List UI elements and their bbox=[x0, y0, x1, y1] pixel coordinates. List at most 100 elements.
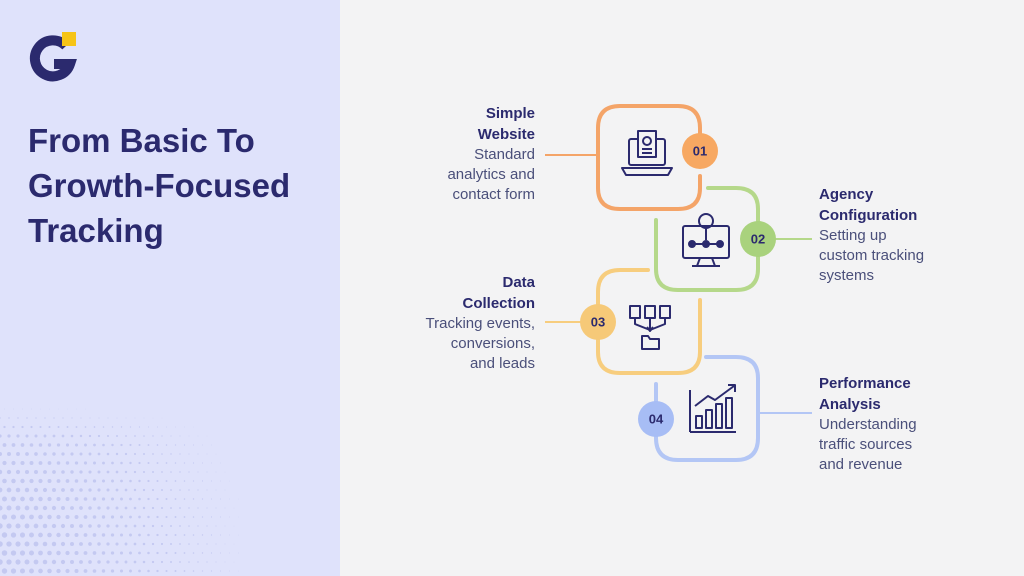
step-01-description: Standard analytics and contact form bbox=[447, 146, 535, 203]
decorative-dot bbox=[219, 552, 222, 554]
decorative-dot bbox=[76, 408, 77, 410]
decorative-dot bbox=[147, 444, 150, 446]
decorative-dot bbox=[21, 425, 24, 429]
decorative-dot bbox=[156, 479, 159, 483]
decorative-dot bbox=[147, 551, 150, 555]
decorative-dot bbox=[15, 541, 21, 547]
decorative-dot bbox=[70, 524, 74, 528]
decorative-dot bbox=[0, 434, 2, 438]
decorative-dot bbox=[161, 471, 163, 473]
decorative-dot bbox=[97, 542, 101, 546]
decorative-dot bbox=[156, 515, 159, 519]
decorative-dot bbox=[74, 532, 79, 538]
decorative-dot bbox=[30, 425, 33, 429]
decorative-dot bbox=[51, 559, 57, 565]
decorative-dot bbox=[83, 515, 88, 519]
decorative-dot bbox=[138, 426, 141, 428]
decorative-dot bbox=[70, 434, 74, 438]
decorative-dot bbox=[115, 470, 119, 474]
decorative-dot bbox=[101, 551, 106, 555]
decorative-dot bbox=[110, 551, 115, 555]
decorative-dot bbox=[220, 516, 221, 518]
decorative-dot bbox=[79, 434, 83, 438]
decorative-dot bbox=[220, 480, 221, 482]
decorative-dot bbox=[24, 505, 30, 511]
decorative-dot bbox=[29, 514, 34, 520]
decorative-dot bbox=[120, 497, 123, 501]
decorative-dot bbox=[0, 523, 3, 529]
decorative-dot bbox=[2, 460, 7, 466]
decorative-dot bbox=[170, 561, 172, 563]
decorative-dot bbox=[47, 550, 52, 556]
decorative-dot bbox=[65, 461, 70, 465]
decorative-dot bbox=[183, 552, 186, 554]
decorative-dot bbox=[115, 524, 119, 528]
decorative-dot bbox=[152, 417, 154, 419]
decorative-dot bbox=[47, 479, 52, 483]
decorative-dot bbox=[229, 570, 230, 572]
decorative-dot bbox=[6, 541, 12, 547]
decorative-dot bbox=[143, 453, 145, 455]
decorative-dot bbox=[34, 470, 38, 474]
step-01-badge: 01 bbox=[682, 133, 718, 169]
decorative-dot bbox=[15, 559, 21, 565]
decorative-dot bbox=[2, 478, 7, 484]
decorative-dot bbox=[115, 506, 119, 510]
decorative-dot bbox=[129, 426, 132, 428]
decorative-dot bbox=[19, 568, 26, 574]
decorative-dot bbox=[29, 550, 34, 556]
decorative-dot bbox=[160, 560, 164, 564]
decorative-dot bbox=[102, 443, 105, 447]
decorative-dot bbox=[119, 551, 124, 555]
decorative-dot bbox=[11, 443, 16, 447]
decorative-dot bbox=[147, 533, 150, 537]
decorative-dot bbox=[125, 417, 127, 419]
decorative-dot bbox=[220, 570, 221, 572]
decorative-dot bbox=[211, 462, 212, 464]
decorative-dot bbox=[197, 453, 199, 455]
decorative-dot bbox=[1, 568, 8, 574]
decorative-dot bbox=[51, 523, 57, 529]
decorative-dot bbox=[129, 515, 132, 519]
decorative-dot bbox=[129, 497, 132, 501]
decorative-dot bbox=[20, 496, 25, 502]
decorative-dot bbox=[129, 569, 132, 573]
decorative-dot bbox=[110, 569, 115, 573]
decorative-dot bbox=[229, 480, 230, 482]
step-03-label: Data Collection Tracking events, convers… bbox=[335, 272, 536, 374]
decorative-dot bbox=[133, 506, 137, 510]
step-03-badge: 03 bbox=[580, 304, 616, 340]
step-04-number: 04 bbox=[649, 412, 664, 427]
decorative-dot bbox=[220, 534, 221, 536]
page-title: From Basic To Growth-Focused Tracking bbox=[28, 122, 291, 249]
decorative-dot bbox=[11, 478, 16, 484]
decorative-dot bbox=[211, 480, 212, 482]
decorative-dot bbox=[151, 542, 155, 546]
decorative-dot bbox=[2, 496, 7, 502]
decorative-dot bbox=[98, 417, 100, 419]
step-01-title: Simple Website bbox=[477, 105, 535, 143]
decorative-dot bbox=[69, 541, 75, 547]
decorative-dot bbox=[160, 542, 164, 546]
decorative-dot bbox=[38, 461, 43, 465]
decorative-dot bbox=[188, 543, 190, 545]
decorative-dot bbox=[11, 460, 16, 466]
decorative-dot bbox=[1, 532, 8, 538]
decorative-dot bbox=[110, 533, 115, 537]
decorative-dot bbox=[197, 471, 199, 473]
decorative-dot bbox=[111, 426, 114, 428]
decorative-dot bbox=[192, 516, 195, 518]
decorative-dot bbox=[106, 524, 110, 528]
decorative-dot bbox=[183, 498, 186, 500]
decorative-dot bbox=[65, 497, 70, 501]
decorative-dot bbox=[174, 516, 177, 518]
decorative-dot bbox=[179, 453, 181, 455]
decorative-dot bbox=[183, 480, 186, 482]
decorative-dot bbox=[61, 452, 65, 456]
decorative-dot bbox=[165, 533, 168, 537]
decorative-dot bbox=[124, 560, 128, 564]
decorative-dot bbox=[179, 489, 181, 491]
decorative-dot bbox=[43, 452, 47, 456]
decorative-dot bbox=[110, 515, 115, 519]
decorative-dot bbox=[160, 506, 164, 510]
